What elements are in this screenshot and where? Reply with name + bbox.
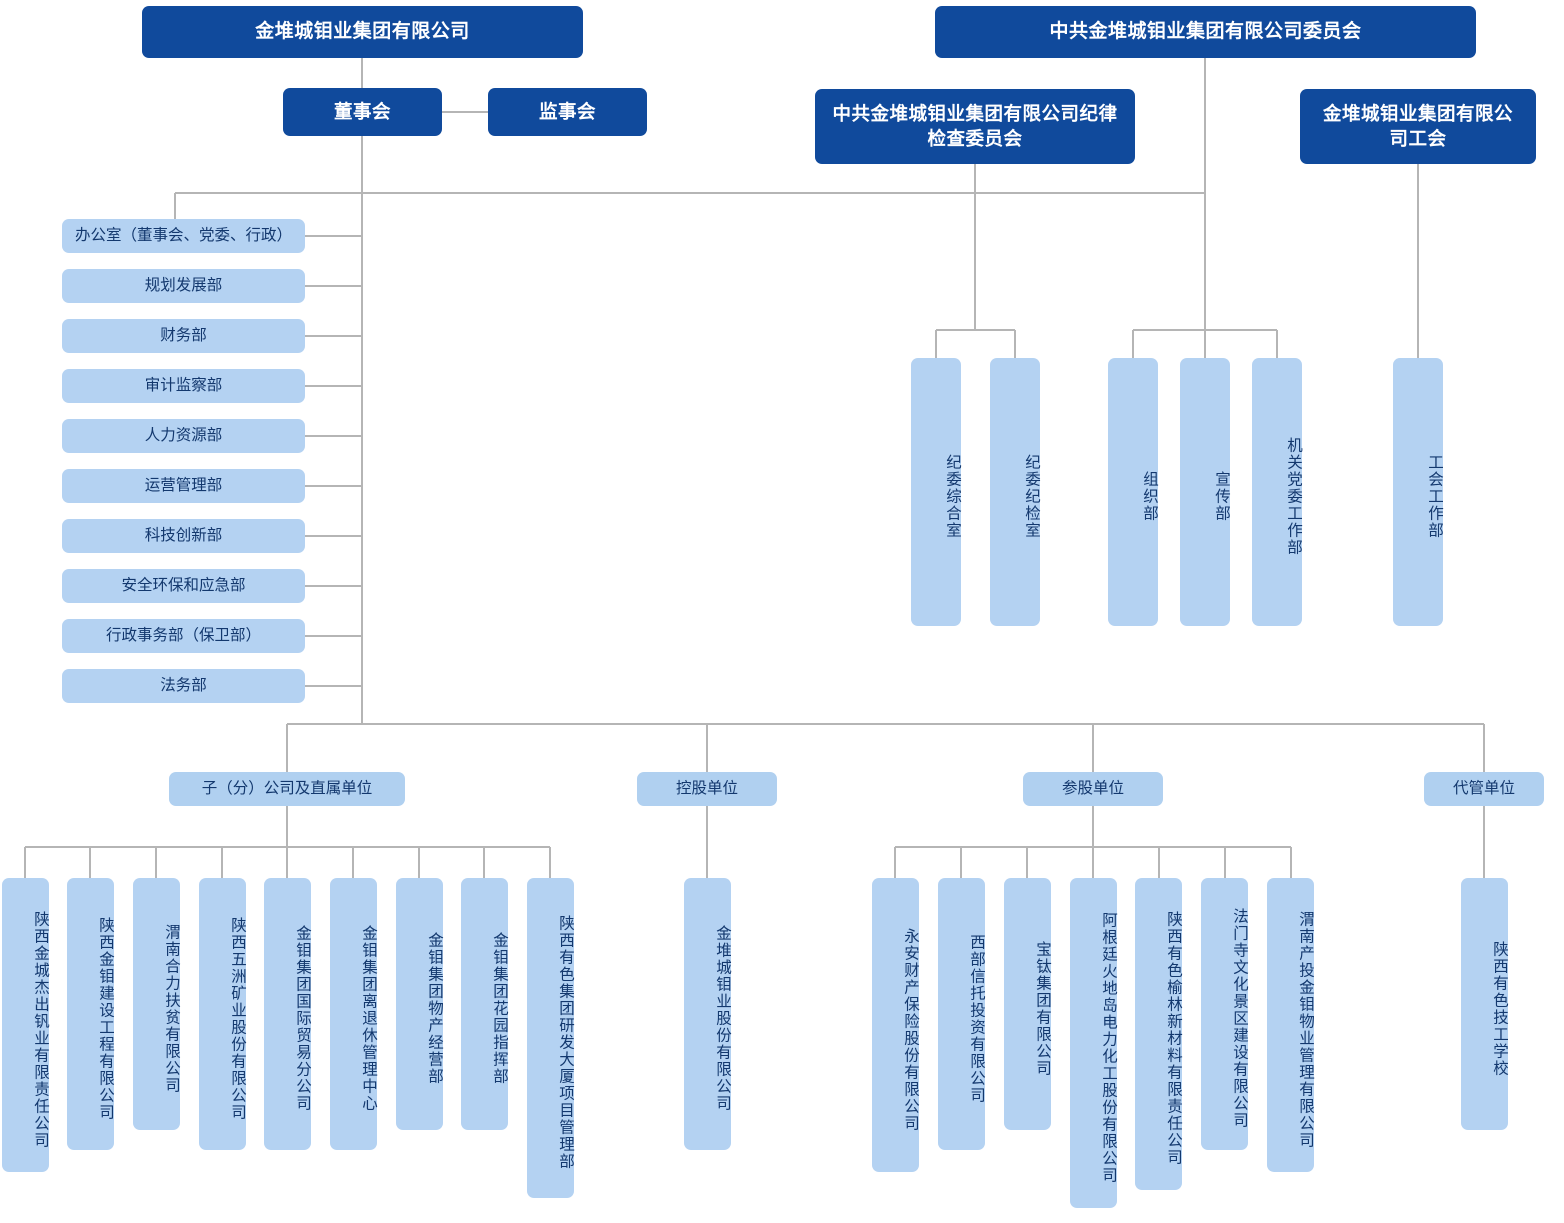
participating-item[interactable]: 阿根廷火地岛电力化工股份有限公司: [1070, 878, 1117, 1208]
subsidiary-item[interactable]: 金钼集团物产经营部: [396, 878, 443, 1130]
managed-item[interactable]: 陕西有色技工学校: [1461, 878, 1508, 1130]
department-label: 人力资源部: [144, 426, 223, 444]
department-item-9[interactable]: 法务部: [62, 669, 305, 703]
category-2[interactable]: 参股单位: [1023, 772, 1163, 806]
node-label: 中共金堆城钼业集团有限公司委员会: [1049, 21, 1362, 43]
department-item-2[interactable]: 财务部: [62, 319, 305, 353]
subsidiary-label: 陕西金钼建设工程有限公司: [97, 916, 114, 1121]
participating-label: 陕西有色榆林新材料有限责任公司: [1165, 911, 1182, 1166]
participating-label: 西部信托投资有限公司: [968, 933, 985, 1104]
subsidiary-item[interactable]: 渭南合力扶贫有限公司: [133, 878, 180, 1130]
party-unit-2[interactable]: 机关党委工作部: [1252, 358, 1302, 626]
participating-label: 渭南产投金钼物业管理有限公司: [1297, 910, 1314, 1149]
discipline-unit-1[interactable]: 纪委纪检室: [990, 358, 1040, 626]
participating-label: 阿根廷火地岛电力化工股份有限公司: [1100, 911, 1117, 1184]
subsidiary-label: 渭南合力扶贫有限公司: [163, 923, 180, 1094]
node-group-company[interactable]: 金堆城钼业集团有限公司: [142, 6, 583, 58]
subsidiary-label: 陕西金城杰出钒业有限责任公司: [32, 910, 49, 1149]
subsidiary-item[interactable]: 金钼集团国际贸易分公司: [264, 878, 311, 1150]
node-label: 金堆城钼业集团有限公司工会: [1322, 103, 1513, 149]
node-label: 中共金堆城钼业集团有限公司纪律检查委员会: [832, 103, 1118, 149]
department-item-7[interactable]: 安全环保和应急部: [62, 569, 305, 603]
subsidiary-item[interactable]: 金钼集团离退休管理中心: [330, 878, 377, 1150]
node-board-of-supervisors[interactable]: 监事会: [488, 88, 647, 136]
node-discipline-committee[interactable]: 中共金堆城钼业集团有限公司纪律检查委员会: [815, 89, 1135, 164]
managed-label: 陕西有色技工学校: [1491, 940, 1508, 1077]
category-label: 子（分）公司及直属单位: [201, 779, 373, 797]
participating-item[interactable]: 宝钛集团有限公司: [1004, 878, 1051, 1130]
node-labor-union[interactable]: 金堆城钼业集团有限公司工会: [1300, 89, 1536, 164]
category-label: 控股单位: [675, 779, 738, 797]
department-item-5[interactable]: 运营管理部: [62, 469, 305, 503]
subsidiary-label: 金钼集团离退休管理中心: [360, 925, 377, 1112]
department-item-1[interactable]: 规划发展部: [62, 269, 305, 303]
party-unit-label: 组织部: [1141, 471, 1158, 522]
subsidiary-label: 陕西五洲矿业股份有限公司: [229, 916, 246, 1121]
category-0[interactable]: 子（分）公司及直属单位: [169, 772, 405, 806]
department-item-3[interactable]: 审计监察部: [62, 369, 305, 403]
subsidiary-label: 陕西有色集团研发大厦项目管理部: [557, 915, 574, 1170]
department-item-4[interactable]: 人力资源部: [62, 419, 305, 453]
discipline-unit-0[interactable]: 纪委综合室: [911, 358, 961, 626]
department-item-6[interactable]: 科技创新部: [62, 519, 305, 553]
department-label: 科技创新部: [144, 526, 223, 544]
node-party-committee[interactable]: 中共金堆城钼业集团有限公司委员会: [935, 6, 1476, 58]
category-label: 参股单位: [1061, 779, 1124, 797]
department-item-8[interactable]: 行政事务部（保卫部）: [62, 619, 305, 653]
party-unit-1[interactable]: 宣传部: [1180, 358, 1230, 626]
subsidiary-item[interactable]: 金钼集团花园指挥部: [461, 878, 508, 1130]
department-label: 运营管理部: [144, 476, 223, 494]
department-item-0[interactable]: 办公室（董事会、党委、行政）: [62, 219, 305, 253]
subsidiary-item[interactable]: 陕西金城杰出钒业有限责任公司: [2, 878, 49, 1172]
participating-label: 法门寺文化景区建设有限公司: [1231, 908, 1248, 1129]
participating-item[interactable]: 法门寺文化景区建设有限公司: [1201, 878, 1248, 1150]
department-label: 法务部: [160, 676, 207, 694]
holding-item[interactable]: 金堆城钼业股份有限公司: [684, 878, 731, 1150]
subsidiary-item[interactable]: 陕西五洲矿业股份有限公司: [199, 878, 246, 1150]
subsidiary-item[interactable]: 陕西金钼建设工程有限公司: [67, 878, 114, 1150]
subsidiary-label: 金钼集团国际贸易分公司: [294, 925, 311, 1112]
participating-label: 永安财产保险股份有限公司: [902, 927, 919, 1132]
participating-item[interactable]: 陕西有色榆林新材料有限责任公司: [1135, 878, 1182, 1190]
node-label: 监事会: [538, 100, 596, 122]
party-unit-0[interactable]: 组织部: [1108, 358, 1158, 626]
node-board-of-directors[interactable]: 董事会: [283, 88, 442, 136]
node-label: 金堆城钼业集团有限公司: [255, 21, 470, 43]
participating-item[interactable]: 渭南产投金钼物业管理有限公司: [1267, 878, 1314, 1172]
discipline-unit-label: 纪委纪检室: [1023, 454, 1040, 539]
category-label: 代管单位: [1452, 779, 1515, 797]
department-label: 审计监察部: [144, 376, 223, 394]
holding-label: 金堆城钼业股份有限公司: [714, 925, 731, 1112]
party-unit-label: 机关党委工作部: [1285, 437, 1302, 556]
party-unit-label: 宣传部: [1213, 471, 1230, 522]
union-unit-0[interactable]: 工会工作部: [1393, 358, 1443, 626]
department-label: 办公室（董事会、党委、行政）: [74, 226, 292, 244]
union-unit-label: 工会工作部: [1426, 454, 1443, 539]
subsidiary-label: 金钼集团花园指挥部: [491, 932, 508, 1085]
department-label: 行政事务部（保卫部）: [105, 626, 261, 644]
subsidiary-label: 金钼集团物产经营部: [426, 932, 443, 1085]
department-label: 安全环保和应急部: [121, 576, 246, 594]
participating-item[interactable]: 永安财产保险股份有限公司: [872, 878, 919, 1172]
participating-item[interactable]: 西部信托投资有限公司: [938, 878, 985, 1150]
node-label: 董事会: [333, 100, 391, 122]
department-label: 规划发展部: [144, 276, 223, 294]
discipline-unit-label: 纪委综合室: [944, 454, 961, 539]
category-1[interactable]: 控股单位: [637, 772, 777, 806]
category-3[interactable]: 代管单位: [1424, 772, 1544, 806]
subsidiary-item[interactable]: 陕西有色集团研发大厦项目管理部: [527, 878, 574, 1198]
participating-label: 宝钛集团有限公司: [1034, 940, 1051, 1077]
department-label: 财务部: [160, 326, 207, 344]
